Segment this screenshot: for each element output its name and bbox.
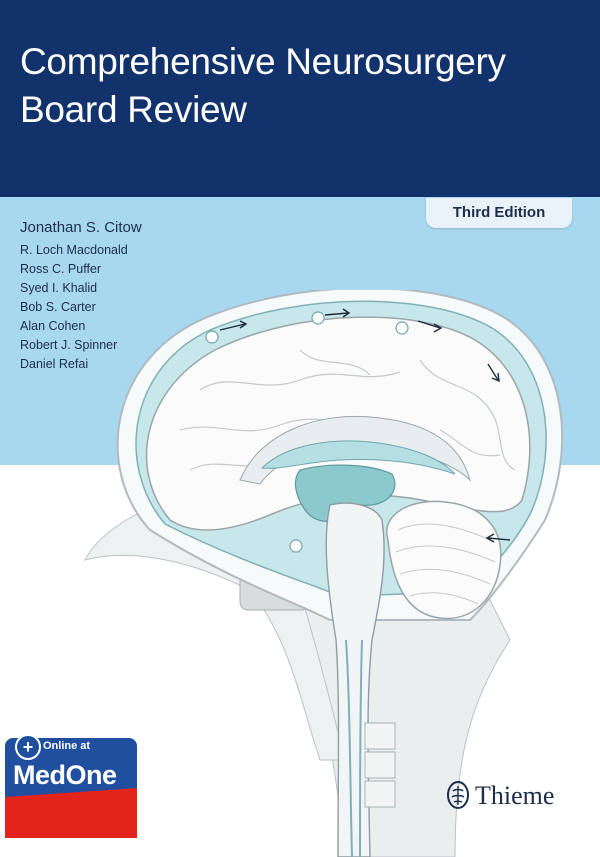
- book-title: Comprehensive Neurosurgery Board Review: [20, 38, 506, 134]
- medone-brand: MedOne: [13, 760, 117, 790]
- author-list: Jonathan S. Citow R. Loch Macdonald Ross…: [20, 215, 142, 374]
- cerebellum: [385, 500, 502, 620]
- medone-badge: + Online at MedOne: [5, 734, 137, 838]
- thieme-logo-icon: [447, 781, 469, 809]
- medone-red-panel: [5, 788, 137, 838]
- vertebra: [364, 751, 396, 779]
- coauthor: Robert J. Spinner: [20, 338, 118, 352]
- title-line-1: Comprehensive Neurosurgery: [20, 41, 506, 82]
- medone-online-label: Online at: [43, 740, 91, 752]
- coauthor: Daniel Refai: [20, 357, 89, 371]
- vertebra: [364, 722, 396, 750]
- title-banner: Comprehensive Neurosurgery Board Review: [0, 0, 600, 197]
- title-line-2: Board Review: [20, 89, 247, 130]
- lateral-ventricle: [260, 440, 456, 475]
- plus-icon: +: [15, 734, 41, 760]
- coauthor: R. Loch Macdonald: [20, 243, 128, 257]
- publisher-name: Thieme: [475, 781, 555, 810]
- edition-tab: Third Edition: [426, 198, 572, 228]
- coauthor: Alan Cohen: [20, 319, 86, 333]
- spinal-canal: [345, 639, 363, 857]
- brain-csf-illustration: [84, 290, 564, 857]
- coauthor: Ross C. Puffer: [20, 262, 102, 276]
- coauthor: Bob S. Carter: [20, 300, 96, 314]
- coauthor: Syed I. Khalid: [20, 281, 98, 295]
- lead-author: Jonathan S. Citow: [20, 219, 142, 236]
- vertebra: [364, 780, 396, 808]
